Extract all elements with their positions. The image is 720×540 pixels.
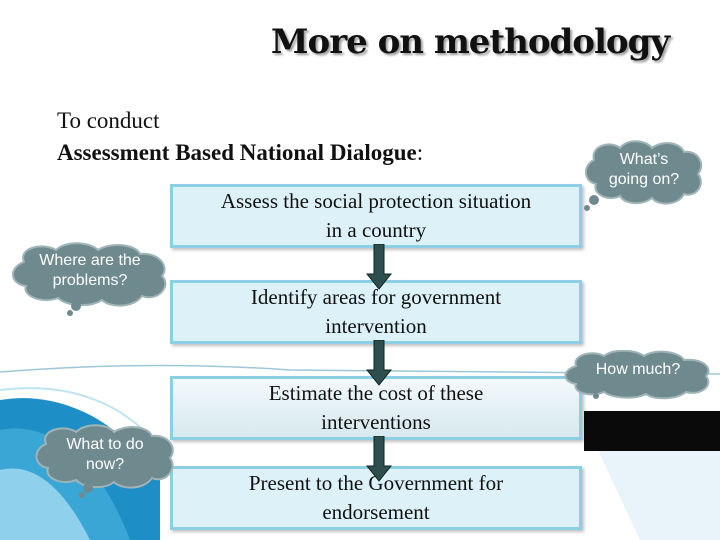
step-identify-line1: Identify areas for government [250,285,502,309]
callout-whats-going-on-line1: What’s [619,151,669,168]
callout-whats-going-on: What’s going on? [580,138,708,212]
thought-cloud-icon [564,349,710,400]
step-assess: Assess the social protection situation i… [170,184,582,248]
intro-subject-bold: Assessment Based National Dialogue [57,140,417,165]
decorative-dark-block [584,411,720,451]
step-identify-line2: intervention [325,314,427,338]
callout-where-problems: Where are the problems? [6,240,174,316]
thought-cloud-icon [35,424,174,498]
callout-how-much-line1: How much? [595,361,681,378]
callout-where-problems-line1: Where are the [39,252,141,269]
intro-subject: Assessment Based National Dialogue: [57,140,423,166]
down-arrow-icon [366,436,392,482]
callout-what-to-do: What to do now? [30,422,180,498]
step-estimate-line2: interventions [321,410,431,434]
thought-cloud-icon [584,140,703,211]
callout-what-to-do-line2: now? [85,456,125,473]
intro-text: To conduct [57,108,160,133]
slide-title: More on methodology [270,22,670,62]
callout-where-problems-line2: problems? [52,272,128,289]
down-arrow-icon [366,340,392,386]
callout-whats-going-on-line2: going on? [608,171,680,188]
step-estimate-line1: Estimate the cost of these [268,381,484,405]
step-present-line2: endorsement [322,500,430,524]
thought-cloud-icon [12,242,167,316]
callout-what-to-do-line1: What to do [66,436,144,453]
step-assess-line1: Assess the social protection situation [220,189,532,213]
intro-subject-colon: : [416,140,424,165]
down-arrow-icon [366,244,392,290]
step-assess-line2: in a country [325,218,427,242]
callout-how-much: How much? [560,349,716,400]
